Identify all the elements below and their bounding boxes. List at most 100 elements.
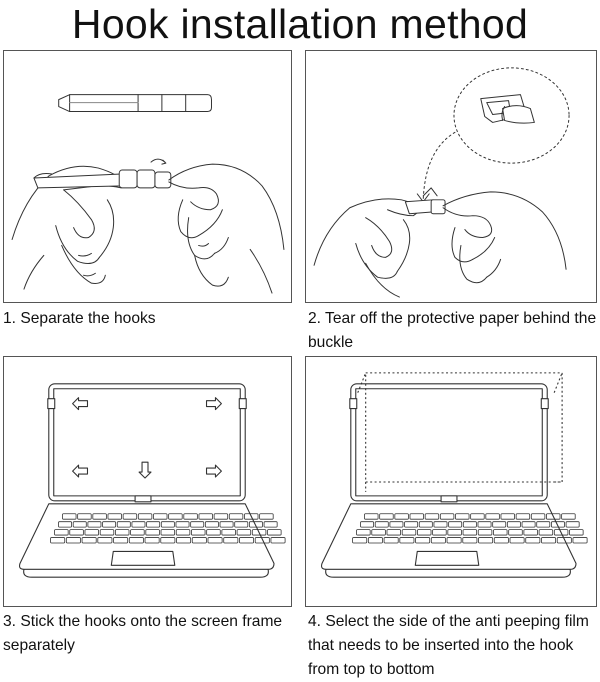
keyboard-key	[77, 513, 92, 520]
keyboard-key	[114, 529, 130, 536]
keyboard-key	[418, 521, 433, 528]
arrow-left-top-icon	[72, 397, 89, 411]
keyboard-key	[462, 529, 478, 536]
keyboard-key	[477, 529, 493, 536]
keyboard-key	[541, 537, 557, 544]
keyboard-key	[379, 513, 394, 520]
keyboard-key	[116, 521, 131, 528]
keyboard-key	[409, 513, 424, 520]
keyboard-key	[371, 529, 386, 536]
keyboard-key	[565, 521, 580, 528]
privacy-film-icon	[357, 372, 563, 492]
right-hand-icon	[442, 191, 567, 284]
keyboard-key	[374, 521, 389, 528]
keyboard-key	[538, 529, 554, 536]
keyboard-key	[72, 521, 87, 528]
keyboard-key	[81, 537, 97, 544]
keyboard-key	[432, 529, 447, 536]
keyboard-key	[446, 537, 462, 544]
keyboard-key	[204, 521, 219, 528]
keyboard-key	[352, 537, 368, 544]
step-3-illustration	[3, 356, 292, 607]
zoom-callout-icon	[416, 67, 570, 203]
keyboard-key	[191, 529, 206, 536]
step-3-drawing	[18, 383, 286, 578]
keyboard-key	[386, 529, 402, 536]
keyboard-key	[58, 521, 73, 528]
keyboard-key	[477, 521, 492, 528]
keyboard-key	[84, 529, 99, 536]
keyboard-key	[401, 529, 417, 536]
keyboard-key	[523, 529, 538, 536]
keyboard-key	[394, 513, 409, 520]
keyboard-key	[223, 537, 239, 544]
step-4-illustration	[305, 356, 597, 607]
keyboard-key	[137, 513, 153, 520]
keyboard-key	[572, 537, 588, 544]
keyboard-key	[239, 537, 255, 544]
keyboard-key	[251, 529, 267, 536]
keyboard-key	[175, 529, 191, 536]
keyboard-key	[433, 521, 448, 528]
keyboard-key	[493, 529, 508, 536]
keyboard-key	[198, 513, 213, 520]
keyboard-key	[50, 537, 66, 544]
keyboard-icon	[50, 513, 286, 544]
keyboard-key	[144, 537, 160, 544]
keyboard-key	[550, 521, 565, 528]
hooks-held-icon	[33, 158, 172, 189]
keyboard-key	[54, 529, 69, 536]
keyboard-key	[364, 513, 379, 520]
keyboard-key	[259, 513, 274, 520]
keyboard-key	[191, 537, 207, 544]
keyboard-key	[69, 529, 84, 536]
keyboard-key	[270, 537, 286, 544]
keyboard-key	[521, 521, 536, 528]
keyboard-key	[500, 513, 515, 520]
keyboard-key	[415, 537, 431, 544]
keyboard-key	[536, 521, 551, 528]
keyboard-key	[509, 537, 525, 544]
keyboard-key	[492, 521, 507, 528]
keyboard-key	[183, 513, 198, 520]
keyboard-key	[175, 521, 190, 528]
hook-peel-icon	[404, 187, 446, 215]
keyboard-key	[130, 529, 145, 536]
keyboard-key	[447, 529, 462, 536]
keyboard-key	[478, 537, 494, 544]
keyboard-key	[65, 537, 81, 544]
arrow-right-bottom-icon	[205, 464, 222, 478]
keyboard-key	[107, 513, 122, 520]
keyboard-key	[122, 513, 138, 520]
keyboard-key	[97, 537, 113, 544]
left-hand-icon	[11, 165, 124, 290]
step-1-drawing	[11, 94, 285, 294]
keyboard-key	[561, 513, 576, 520]
keyboard-key	[207, 537, 223, 544]
keyboard-key	[219, 521, 234, 528]
keyboard-key	[190, 521, 205, 528]
laptop-icon	[18, 383, 275, 578]
keyboard-key	[485, 513, 500, 520]
keyboard-key	[448, 521, 463, 528]
keyboard-key	[153, 513, 168, 520]
page-title: Hook installation method	[71, 1, 529, 47]
keyboard-key	[213, 513, 229, 520]
keyboard-key	[146, 521, 161, 528]
keyboard-key	[254, 537, 270, 544]
keyboard-key	[92, 513, 107, 520]
keyboard-key	[131, 521, 146, 528]
keyboard-key	[62, 513, 77, 520]
keyboard-key	[244, 513, 259, 520]
keyboard-key	[389, 521, 404, 528]
step-4-drawing	[320, 372, 588, 578]
keyboard-key	[417, 529, 432, 536]
right-hand-icon	[168, 163, 285, 294]
step-1-caption: 1. Separate the hooks	[3, 310, 156, 327]
keyboard-key	[462, 521, 477, 528]
step-4-caption: 4. Select the side of the anti peeping f…	[308, 613, 589, 678]
keyboard-key	[556, 537, 572, 544]
keyboard-key	[493, 537, 509, 544]
keyboard-key	[367, 537, 383, 544]
keyboard-key	[430, 537, 446, 544]
